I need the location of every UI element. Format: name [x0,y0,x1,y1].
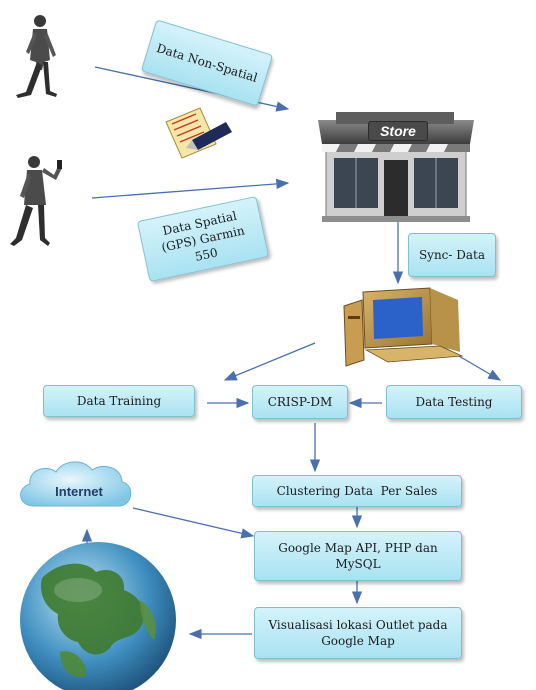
arrow-internet-gmap [132,507,255,539]
phone-person-icon [10,156,62,246]
visualisasi-box: Visualisasi lokasi Outlet pada Google Ma… [254,607,462,659]
data-training-label: Data Training [76,393,162,408]
google-map-api-label: Google Map API, PHP dan MySQL [278,540,438,571]
crisp-dm-label: CRISP-DM [267,394,333,409]
data-testing-label: Data Testing [415,394,493,409]
cloud-icon [20,461,132,507]
clustering-label: Clustering Data Per Sales [276,483,438,498]
crisp-dm-box: CRISP-DM [252,385,348,419]
document-pen-icon [165,107,232,159]
data-non-spatial-label: Data Non-Spatial [154,40,260,85]
sync-data-label: Sync- Data [418,247,486,262]
store-sign-label: Store [380,123,416,139]
data-testing-box: Data Testing [386,385,522,419]
arrow-computer-training [223,342,316,381]
walking-person-icon [16,15,57,98]
computer-icon [343,287,464,367]
google-map-api-box: Google Map API, PHP dan MySQL [254,531,462,581]
clustering-box: Clustering Data Per Sales [252,475,462,507]
internet-label-wrap: Internet [28,480,130,502]
store-sign: Store [368,121,428,141]
sync-data-box: Sync- Data [408,233,496,277]
visualisasi-label: Visualisasi lokasi Outlet pada Google Ma… [268,617,448,648]
arrow-person2-store [91,178,290,199]
globe-icon [20,542,176,690]
internet-label: Internet [55,483,103,499]
data-training-box: Data Training [43,385,195,417]
